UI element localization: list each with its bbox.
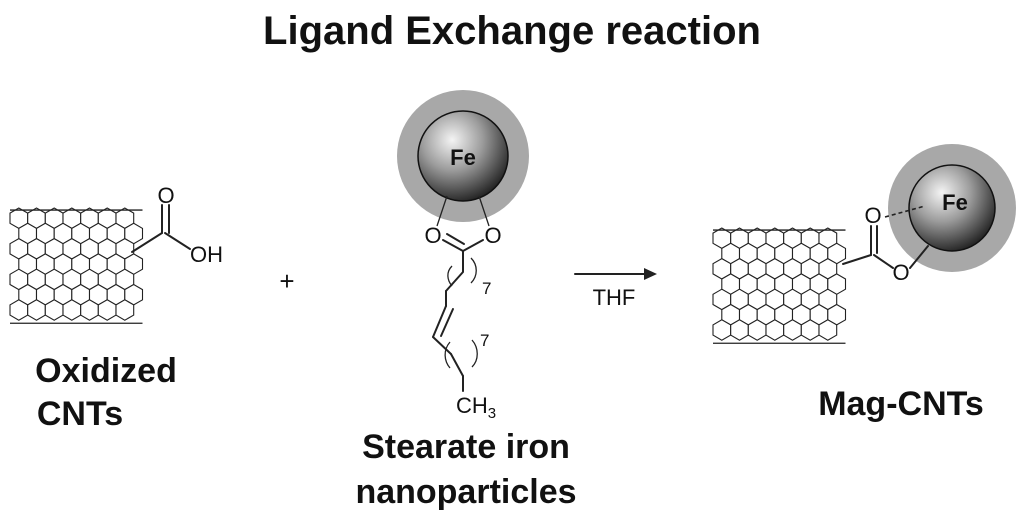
iron-sphere-icon — [417, 110, 509, 202]
bond-cnt-carboxyl — [131, 232, 163, 253]
bond-carboxylate-left-1 — [442, 239, 464, 252]
atom-o-left: O — [424, 223, 441, 248]
terminal-group: CH — [456, 393, 488, 418]
chain-bond-2 — [432, 336, 452, 355]
coord-bond-right — [478, 195, 490, 227]
coord-bond-solid — [909, 245, 929, 269]
lattice-hexagon — [62, 299, 82, 321]
arrow-head-icon — [644, 268, 657, 280]
mag-cnts-label: Mag-CNTs — [818, 385, 984, 423]
lattice-hexagon — [800, 319, 820, 341]
group-oh: OH — [190, 242, 223, 267]
plus-sign: + — [279, 266, 294, 296]
product-bond-cnt-c — [842, 254, 872, 265]
lattice-hexagon — [765, 319, 785, 341]
lattice-hexagon — [712, 319, 732, 341]
product-iron-sphere-icon — [908, 164, 996, 252]
product-atom-o-bottom: O — [892, 260, 909, 285]
bond-c-oh — [164, 232, 191, 250]
coord-bond-left — [436, 195, 448, 227]
stearate-label-1: Stearate iron — [362, 428, 570, 466]
lattice-hexagon — [747, 319, 767, 341]
terminal-methyl: CH3 — [456, 393, 496, 422]
atom-o-right: O — [484, 223, 501, 248]
oxidized-cnt-group: O OH Oxidized CNTs — [9, 183, 223, 433]
reaction-arrow: THF — [574, 268, 657, 310]
lattice-hexagon — [27, 299, 46, 321]
lattice-hexagon — [97, 299, 117, 321]
bond-carboxylate-left-2 — [446, 233, 465, 245]
lattice-hexagon — [115, 299, 135, 321]
repeat-bracket-lower-right — [471, 339, 478, 368]
oxidized-cnts-label-1: Oxidized — [35, 352, 177, 390]
lattice-hexagon — [44, 299, 64, 321]
repeat-bracket-upper-right — [470, 257, 477, 284]
product-bond-c-o-lower — [873, 254, 894, 269]
chain-count-upper: 7 — [482, 279, 491, 298]
terminal-subscript: 3 — [488, 405, 496, 422]
lattice-hexagon — [9, 299, 29, 321]
product-fe-label: Fe — [942, 190, 968, 215]
atom-o-top: O — [157, 183, 174, 208]
chain-count-lower: 7 — [480, 331, 489, 350]
stearate-label-2: nanoparticles — [355, 473, 576, 511]
lattice-hexagon — [80, 299, 99, 321]
stearate-iron-group: Fe O O 7 7 CH3 Stearate iron nanoparticl… — [355, 90, 577, 511]
mag-cnt-group: Fe O O Mag-CNTs — [712, 144, 1016, 423]
lattice-hexagon — [730, 319, 749, 341]
cis-double-bond-1 — [432, 305, 447, 338]
diagram-title: Ligand Exchange reaction — [263, 9, 761, 53]
cnt-lattice-icon — [9, 207, 144, 324]
product-cnt-lattice-icon — [712, 227, 847, 344]
bond-carboxylate-right — [462, 239, 484, 252]
cis-double-bond-2 — [440, 308, 454, 337]
lattice-hexagon — [783, 319, 802, 341]
solvent-label: THF — [593, 285, 636, 310]
repeat-bracket-upper-left — [447, 265, 453, 287]
repeat-bracket-lower-left — [444, 341, 451, 369]
lattice-hexagon — [818, 319, 838, 341]
oxidized-cnts-label-2: CNTs — [37, 395, 123, 433]
chain-bond-3 — [450, 353, 464, 377]
fe-label: Fe — [450, 145, 476, 170]
product-atom-o-top: O — [864, 203, 881, 228]
